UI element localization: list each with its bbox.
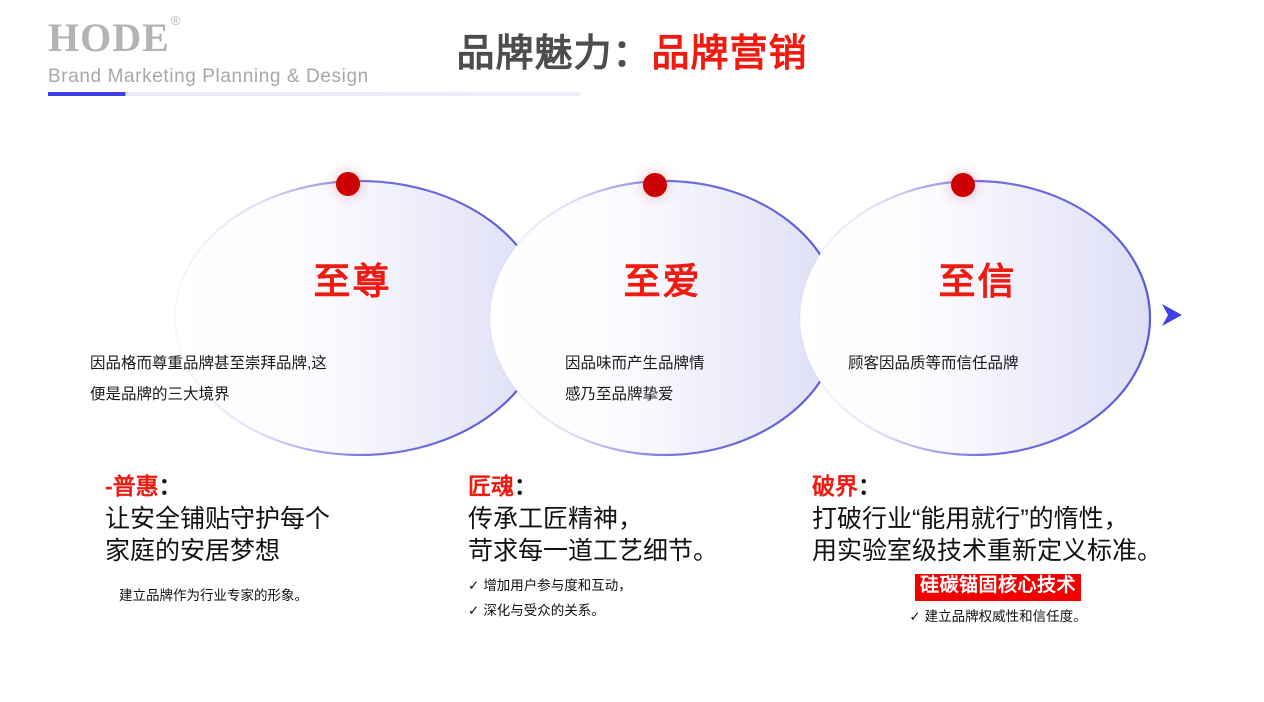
pillar-body-2-line2: 苛求每一道工艺细节。	[468, 537, 719, 566]
stage-description-2-line2: 感乃至品牌挚爱	[565, 386, 674, 403]
page-title-separator: ：	[612, 33, 652, 75]
stage-description-3-line1: 顾客因品质等而信任品牌	[848, 355, 1019, 372]
check-icon: ✓	[468, 602, 480, 618]
stage-description-1-line2: 便是品牌的三大境界	[90, 386, 230, 403]
stage-description-3: 顾客因品质等而信任品牌	[848, 348, 1019, 379]
pillar-note-2-1-text: 增加用户参与度和互动，	[483, 577, 632, 593]
logo-wordmark: HODE®	[48, 14, 180, 60]
pillar-notes-3: ✓建立品牌权威性和信任度。	[812, 605, 1184, 630]
pillar-note-3-1-text: 建立品牌权威性和信任度。	[924, 608, 1087, 624]
stage-marker-dot-1	[336, 172, 360, 196]
pillar-heading-1: -普惠：	[105, 472, 330, 501]
stage-ellipse-1	[173, 179, 547, 457]
pillar-heading-3: 破界：	[812, 472, 1184, 501]
stage-ellipse-2	[488, 179, 842, 457]
pillar-notes-1: 建立品牌作为行业专家的形象。	[119, 584, 330, 604]
stage-description-2-line1: 因品味而产生品牌情	[565, 355, 705, 372]
stage-description-1-line1: 因品格而尊重品牌甚至崇拜品牌,这	[90, 355, 327, 372]
pillar-body-2-line1: 传承工匠精神，	[468, 504, 644, 533]
pillar-note-3-1: ✓建立品牌权威性和信任度。	[909, 605, 1086, 630]
pillar-heading-1-text: 普惠	[112, 473, 159, 499]
page-title-left: 品牌魅力	[456, 33, 613, 75]
logo-underline-rule	[48, 92, 580, 96]
pillar-body-1-line1: 让安全铺贴守护每个	[105, 504, 331, 533]
pillar-column-2: 匠魂： 传承工匠精神， 苛求每一道工艺细节。 ✓增加用户参与度和互动， ✓深化与…	[468, 472, 718, 624]
pillar-heading-3-text: 破界	[812, 473, 858, 499]
stage-description-1: 因品格而尊重品牌甚至崇拜品牌,这 便是品牌的三大境界	[90, 348, 327, 410]
pillar-plain-note-1: 建立品牌作为行业专家的形象。	[119, 587, 308, 603]
pillar-body-3: 打破行业“能用就行”的惰性， 用实验室级技术重新定义标准。	[812, 503, 1184, 568]
pillar-notes-2: ✓增加用户参与度和互动， ✓深化与受众的关系。	[468, 574, 718, 624]
pillar-body-3-line1: 打破行业“能用就行”的惰性，	[812, 504, 1129, 533]
stage-label-3: 至信	[938, 261, 1017, 302]
core-technology-badge: 硅碳锚固核心技术	[914, 573, 1081, 601]
pillar-heading-3-colon: ：	[858, 473, 881, 499]
stage-marker-dot-3	[951, 173, 975, 197]
stage-label-1: 至尊	[313, 261, 392, 302]
stage-ellipse-3	[798, 179, 1152, 457]
pillar-column-1: -普惠： 让安全铺贴守护每个 家庭的安居梦想 建立品牌作为行业专家的形象。	[105, 472, 330, 604]
page-title-right: 品牌营销	[651, 33, 808, 75]
pillar-heading-1-colon: ：	[158, 473, 182, 499]
stage-description-2: 因品味而产生品牌情 感乃至品牌挚爱	[565, 348, 705, 410]
pillar-heading-1-dash: -	[105, 473, 113, 499]
logo-tagline: Brand Marketing Planning & Design	[48, 66, 369, 87]
stage-label-2: 至爱	[623, 261, 702, 302]
pillar-body-2: 传承工匠精神， 苛求每一道工艺细节。	[468, 503, 718, 568]
registered-trademark-icon: ®	[170, 12, 182, 28]
pillar-body-1-line2: 家庭的安居梦想	[105, 537, 281, 566]
check-icon: ✓	[468, 577, 480, 593]
pillar-heading-2-text: 匠魂	[468, 473, 514, 499]
pillar-heading-2: 匠魂：	[468, 472, 718, 501]
pillar-note-2-1: ✓增加用户参与度和互动，	[468, 574, 718, 599]
pillar-note-2-2: ✓深化与受众的关系。	[468, 599, 718, 624]
pillar-heading-2-colon: ：	[514, 473, 537, 499]
pillar-badge-wrap-3: 硅碳锚固核心技术	[812, 573, 1184, 601]
arrow-right-icon	[1162, 304, 1182, 326]
brand-logo: HODE® Brand Marketing Planning & Design	[48, 14, 608, 96]
pillar-note-2-2-text: 深化与受众的关系。	[483, 602, 605, 618]
pillar-body-1: 让安全铺贴守护每个 家庭的安居梦想	[105, 503, 330, 568]
pillar-body-3-line2: 用实验室级技术重新定义标准。	[812, 537, 1163, 566]
check-icon: ✓	[909, 608, 921, 624]
stage-marker-dot-2	[643, 173, 667, 197]
page-title: 品牌魅力：品牌营销	[0, 22, 1264, 77]
pillar-column-3: 破界： 打破行业“能用就行”的惰性， 用实验室级技术重新定义标准。 硅碳锚固核心…	[812, 472, 1184, 630]
logo-wordmark-text: HODE	[48, 15, 170, 60]
